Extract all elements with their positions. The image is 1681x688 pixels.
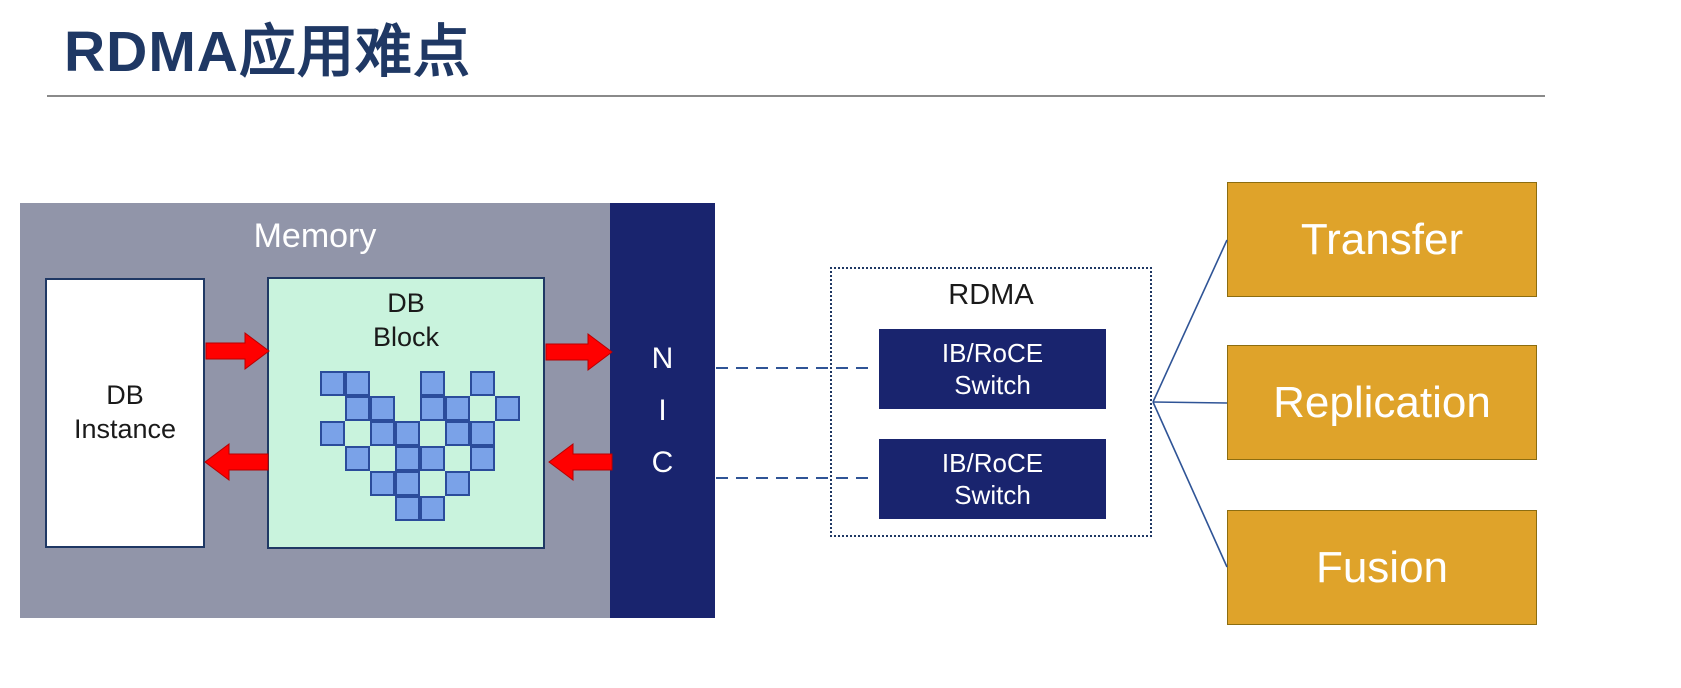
- db-block-label: DB Block: [269, 287, 543, 355]
- rdma-to-fusion-line: [1152, 401, 1228, 568]
- block-square: [320, 421, 345, 446]
- nic-letter-i: I: [658, 393, 667, 427]
- switch-1-label-line2: Switch: [954, 370, 1031, 400]
- block-square: [320, 371, 345, 396]
- db-block-pattern: [320, 371, 530, 526]
- switch-1-label-line1: IB/RoCE: [941, 337, 1044, 368]
- outcome-replication-box: Replication: [1227, 345, 1537, 460]
- db-instance-label-line2: Instance: [73, 414, 177, 444]
- db-block-label-line2: Block: [372, 321, 440, 352]
- block-square: [345, 371, 370, 396]
- block-square: [420, 446, 445, 471]
- block-square: [445, 396, 470, 421]
- memory-label: Memory: [253, 217, 377, 255]
- block-square: [470, 371, 495, 396]
- block-square: [420, 371, 445, 396]
- block-square: [495, 396, 520, 421]
- nic-letter-c: C: [651, 445, 674, 479]
- outcome-fusion-label: Fusion: [1315, 542, 1449, 592]
- block-square: [345, 446, 370, 471]
- nic-box: N I C: [610, 203, 715, 618]
- switch-2-label-line1: IB/RoCE: [941, 447, 1044, 478]
- ib-roce-switch-2: IB/RoCE Switch: [879, 439, 1106, 519]
- db-block-label-line1: DB: [387, 288, 425, 318]
- block-square: [395, 446, 420, 471]
- db-block-box: DB Block: [267, 277, 545, 549]
- db-instance-label-line1: DB: [106, 380, 144, 411]
- outcome-fusion-box: Fusion: [1227, 510, 1537, 625]
- rdma-to-replication-line: [1152, 401, 1228, 404]
- switch-2-label-line2: Switch: [954, 480, 1031, 510]
- rdma-group-label: RDMA: [948, 279, 1034, 311]
- block-square: [445, 471, 470, 496]
- block-square: [470, 421, 495, 446]
- page-title: RDMA应用难点: [64, 20, 471, 84]
- rdma-group-box: RDMA IB/RoCE Switch IB/RoCE Switch: [830, 267, 1152, 537]
- block-square: [370, 421, 395, 446]
- ib-roce-switch-1: IB/RoCE Switch: [879, 329, 1106, 409]
- block-square: [420, 496, 445, 521]
- block-square: [345, 396, 370, 421]
- block-square: [445, 421, 470, 446]
- block-square: [370, 471, 395, 496]
- block-square: [395, 471, 420, 496]
- outcome-replication-label: Replication: [1273, 377, 1491, 427]
- block-square: [370, 396, 395, 421]
- block-square: [470, 446, 495, 471]
- nic-letter-n: N: [651, 341, 674, 375]
- outcome-transfer-label: Transfer: [1300, 214, 1464, 264]
- block-square: [395, 496, 420, 521]
- db-instance-box: DB Instance: [45, 278, 205, 548]
- title-divider: [47, 95, 1545, 97]
- block-square: [395, 421, 420, 446]
- block-square: [420, 396, 445, 421]
- outcome-transfer-box: Transfer: [1227, 182, 1537, 297]
- rdma-to-transfer-line: [1152, 239, 1228, 403]
